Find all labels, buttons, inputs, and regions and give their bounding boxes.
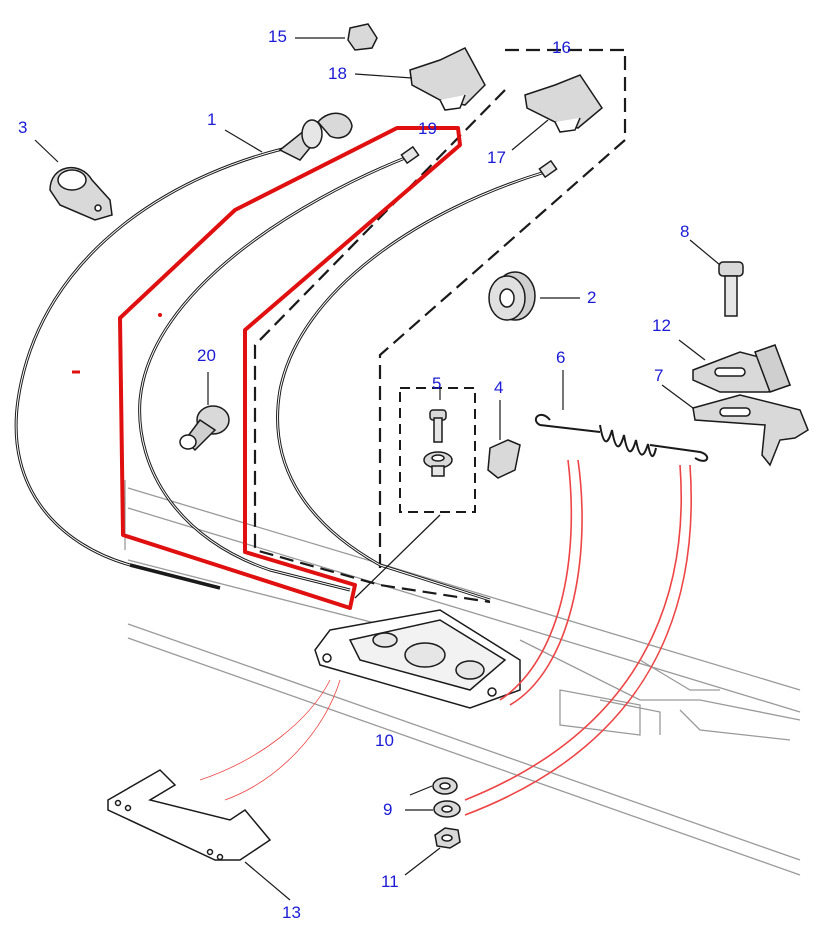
- group-outline-16: [378, 48, 627, 570]
- release-cable-1: [14, 143, 301, 590]
- callout-19: 19: [418, 119, 437, 138]
- callout-10: 10: [375, 731, 394, 750]
- callout-7: 7: [654, 366, 664, 385]
- bracket-7: [692, 394, 809, 467]
- bracket-12: [692, 344, 792, 393]
- callout-5: 5: [432, 374, 442, 393]
- leader-lines: [34, 37, 721, 901]
- retainer-4: [487, 439, 521, 479]
- callout-3: 3: [18, 118, 28, 137]
- highlight-dot: [158, 313, 162, 317]
- clip-18: [409, 47, 486, 111]
- bolt-assembly-5: [399, 387, 476, 513]
- striker-plate-13: [107, 769, 272, 861]
- callout-18: 18: [328, 64, 347, 83]
- callout-12: 12: [652, 316, 671, 335]
- callout-15: 15: [268, 27, 287, 46]
- callout-2: 2: [587, 288, 597, 307]
- highlight-outline: [118, 126, 462, 610]
- p-clip-3: [49, 166, 113, 221]
- outer-cable-16: [276, 159, 558, 602]
- nut-15: [347, 23, 378, 51]
- floor-structure: [124, 480, 801, 876]
- spring-6: [534, 413, 709, 462]
- cable-handle: [278, 112, 353, 161]
- callout-11: 11: [381, 872, 399, 891]
- callout-16: 16: [552, 38, 571, 57]
- callout-8: 8: [680, 222, 690, 241]
- washer-10: [432, 777, 458, 795]
- callout-13: 13: [282, 903, 301, 922]
- callout-4: 4: [494, 378, 504, 397]
- callout-20: 20: [197, 346, 216, 365]
- inner-cable-19: [138, 145, 420, 592]
- grommet-2: [488, 271, 536, 321]
- callout-9: 9: [383, 800, 393, 819]
- assembly-guides: [199, 459, 692, 816]
- washer-9: [433, 800, 461, 818]
- callout-17: 17: [487, 148, 506, 167]
- callout-1: 1: [207, 110, 217, 129]
- group-outline-19: [253, 89, 506, 604]
- callout-6: 6: [556, 348, 566, 367]
- latch-assembly: [314, 514, 521, 709]
- bush-20: [179, 405, 230, 452]
- clip-17: [524, 74, 603, 133]
- bolt-8: [718, 261, 744, 317]
- nut-11: [434, 827, 461, 849]
